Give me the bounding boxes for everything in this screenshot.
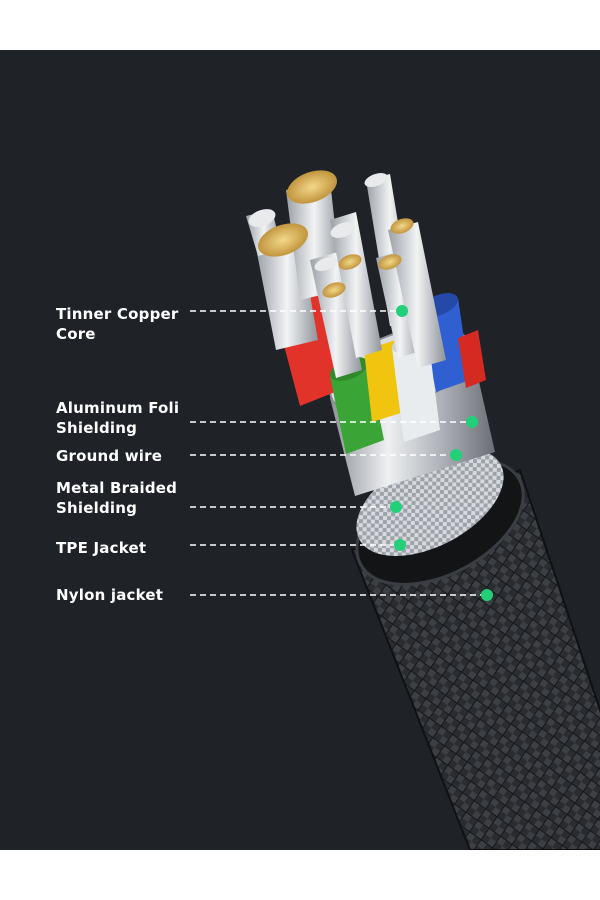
label-tinned-copper-core: Tinner Copper Core xyxy=(56,305,179,343)
leader-lines xyxy=(190,310,487,596)
marker-foil xyxy=(466,416,478,428)
marker-nylon xyxy=(481,589,493,601)
cable-diagram-panel: Tinner Copper Core Aluminum Foli Shieldi… xyxy=(0,50,600,850)
label-ground-wire: Ground wire xyxy=(56,447,163,465)
label-aluminum-foil-shielding: Aluminum Foli Shielding xyxy=(56,399,180,437)
marker-core xyxy=(396,305,408,317)
label-tpe-jacket: TPE Jacket xyxy=(56,539,147,557)
markers xyxy=(390,305,493,601)
marker-braid xyxy=(390,501,402,513)
copper-strands xyxy=(246,170,446,378)
label-metal-braided-shielding: Metal Braided Shielding xyxy=(56,479,178,517)
cable-illustration xyxy=(190,170,600,850)
label-nylon-jacket: Nylon jacket xyxy=(56,586,164,604)
marker-ground xyxy=(450,449,462,461)
marker-tpe xyxy=(394,539,406,551)
